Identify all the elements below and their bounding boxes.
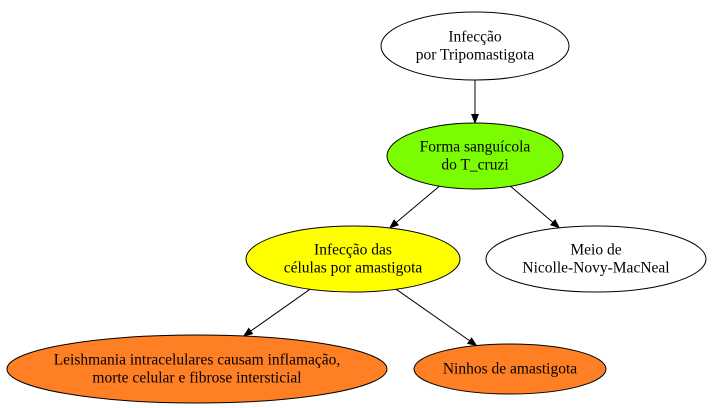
node-label-forma-sanguicola-line-2: do T_cruzi <box>441 157 509 174</box>
node-label-meio-nnn-line-1: Meio de <box>570 242 621 259</box>
node-label-meio-nnn-line-2: Nicolle-Novy-MacNeal <box>522 260 669 277</box>
node-label-infeccao-celulas-line-1: Infecção das <box>314 242 392 259</box>
node-shape-forma-sanguicola <box>386 122 564 190</box>
edge-forma-sanguicola-to-meio-nnn <box>510 185 561 229</box>
node-label-forma-sanguicola-line-1: Forma sanguícola <box>420 139 531 156</box>
node-label-leishmania-intracelulares-line-1: Leishmania intracelulares causam inflama… <box>54 352 341 369</box>
node-leishmania-intracelulares: Leishmania intracelulares causam inflama… <box>6 334 388 404</box>
edge-infeccao-celulas-to-ninhos-amastigota <box>395 288 478 347</box>
node-label-infeccao-celulas-line-2: células por amastigota <box>284 260 423 277</box>
node-shape-ninhos-amastigota <box>413 343 607 395</box>
node-label-ninhos-amastigota-line-1: Ninhos de amastigota <box>443 361 577 378</box>
node-label-leishmania-intracelulares-line-2: morte celular e fibrose intersticial <box>92 370 301 387</box>
node-shape-infeccao-tripomastigota <box>380 11 570 81</box>
node-shape-meio-nnn <box>485 225 707 293</box>
node-shape-infeccao-celulas <box>245 225 461 293</box>
node-shape-leishmania-intracelulares <box>6 334 388 404</box>
edge-infeccao-celulas-to-leishmania-intracelulares <box>242 288 311 337</box>
edge-forma-sanguicola-to-infeccao-celulas <box>388 185 440 229</box>
node-label-infeccao-tripomastigota-line-2: por Tripomastigota <box>416 47 535 64</box>
node-label-infeccao-tripomastigota-line-1: Infecção <box>448 29 502 46</box>
node-ninhos-amastigota: Ninhos de amastigota <box>413 343 607 395</box>
